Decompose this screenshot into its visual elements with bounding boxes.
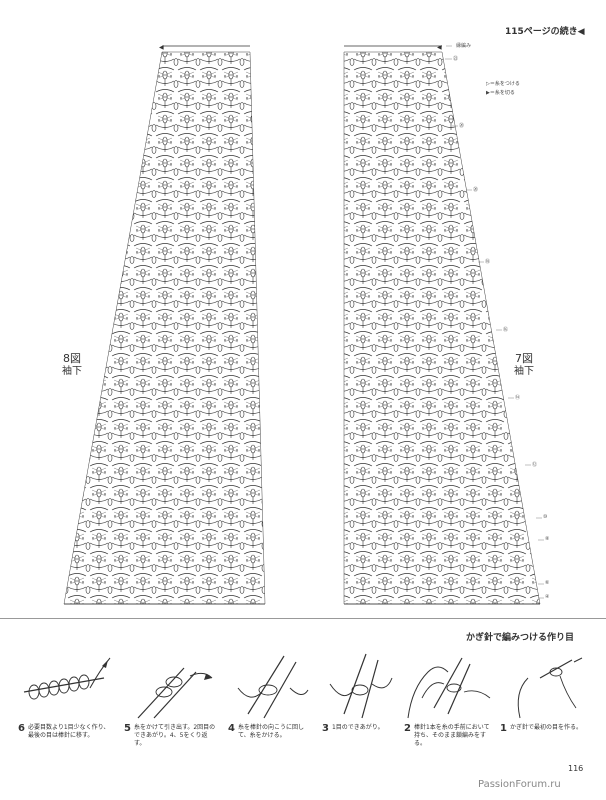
step-5-illustration [137,667,213,719]
step-text: 1目のできあがり。 [331,724,384,731]
row-label: ⑫ [532,462,538,468]
chart-left-body [63,51,266,605]
legend-cut: ▶＝糸を切る [486,90,515,96]
step-2: 2 棒針1本を糸の手前において持ち、そのまま鎖編みをする。 [404,648,494,747]
method-title: かぎ針で編みつける作り目 [466,633,575,643]
crochet-charts: ◀ ◀ [63,44,544,605]
row-label: ⑳ [473,187,479,193]
svg-text:◀: ◀ [437,44,442,51]
step-2-illustration [407,657,491,719]
chart-left-top-edge: ◀ [159,44,250,51]
step-number: 1 [500,723,507,734]
step-number: 2 [404,723,411,734]
row-label: ⑯ [503,327,509,333]
row-label: ⑧ [545,536,550,542]
step-3-illustration [329,653,393,719]
continued-from-label: 115ページの続き◀ [505,27,585,37]
step-number: 4 [228,723,235,734]
watermark: PassionForum.ru [478,779,561,790]
step-6-illustration [23,657,111,700]
figure-part: 袖下 [514,366,534,377]
figure-number: 7図 [515,352,533,365]
svg-text:◀: ◀ [159,44,164,51]
row-label: ④ [545,594,550,600]
chart-legend: ▷＝糸をつける ▶＝糸を切る [486,80,520,98]
step-1-illustration [517,657,583,719]
section-divider [0,618,606,619]
row-label: ⑱ [485,259,491,265]
step-text: 糸をかけて引き出す。2回目のできあがり。4、5をくり返す。 [133,724,216,747]
step-5: 5 糸をかけて引き出す。2回目のできあがり。4、5をくり返す。 [124,648,218,747]
step-text: かぎ針で最初の目を作る。 [509,724,582,731]
row-label: ⑳ [459,123,465,129]
row-label: ⑩ [543,514,548,520]
step-4-illustration [237,655,309,719]
row-label: ㉒ [453,56,459,62]
row-label: ⑭ [515,395,521,401]
step-6: 6 必要目数より1目少なく作り、最後の目は棒針に移す。 [18,648,114,739]
page-number: 116 [568,764,584,773]
method-steps: 6 必要目数より1目少なく作り、最後の目は棒針に移す。 5 糸をかけて引き出す。… [18,648,592,756]
figure-number: 8図 [63,352,81,365]
step-number: 6 [18,723,25,734]
step-1: 1 かぎ針で最初の目を作る。 [500,648,592,734]
legend-attach: ▷＝糸をつける [486,81,520,87]
step-number: 3 [322,723,329,734]
chart-right-top-edge: ◀ [344,44,442,51]
step-text: 必要目数より1目少なく作り、最後の目は棒針に移す。 [27,724,110,739]
figure-label-left: 8図 袖下 [62,352,82,378]
step-number: 5 [124,723,131,734]
figure-part: 袖下 [62,366,82,377]
step-text: 糸を棒針の向こうに回して、糸をかける。 [237,724,304,739]
figure-label-right: 7図 袖下 [514,352,534,378]
chart-right-body [343,51,541,605]
row-label: ⑥ [545,580,550,586]
edge-label: 縁編み [456,43,472,49]
step-3: 3 1目のできあがり。 [322,648,398,734]
step-text: 棒針1本を糸の手前において持ち、そのまま鎖編みをする。 [413,724,490,747]
step-4: 4 糸を棒針の向こうに回して、糸をかける。 [228,648,314,739]
